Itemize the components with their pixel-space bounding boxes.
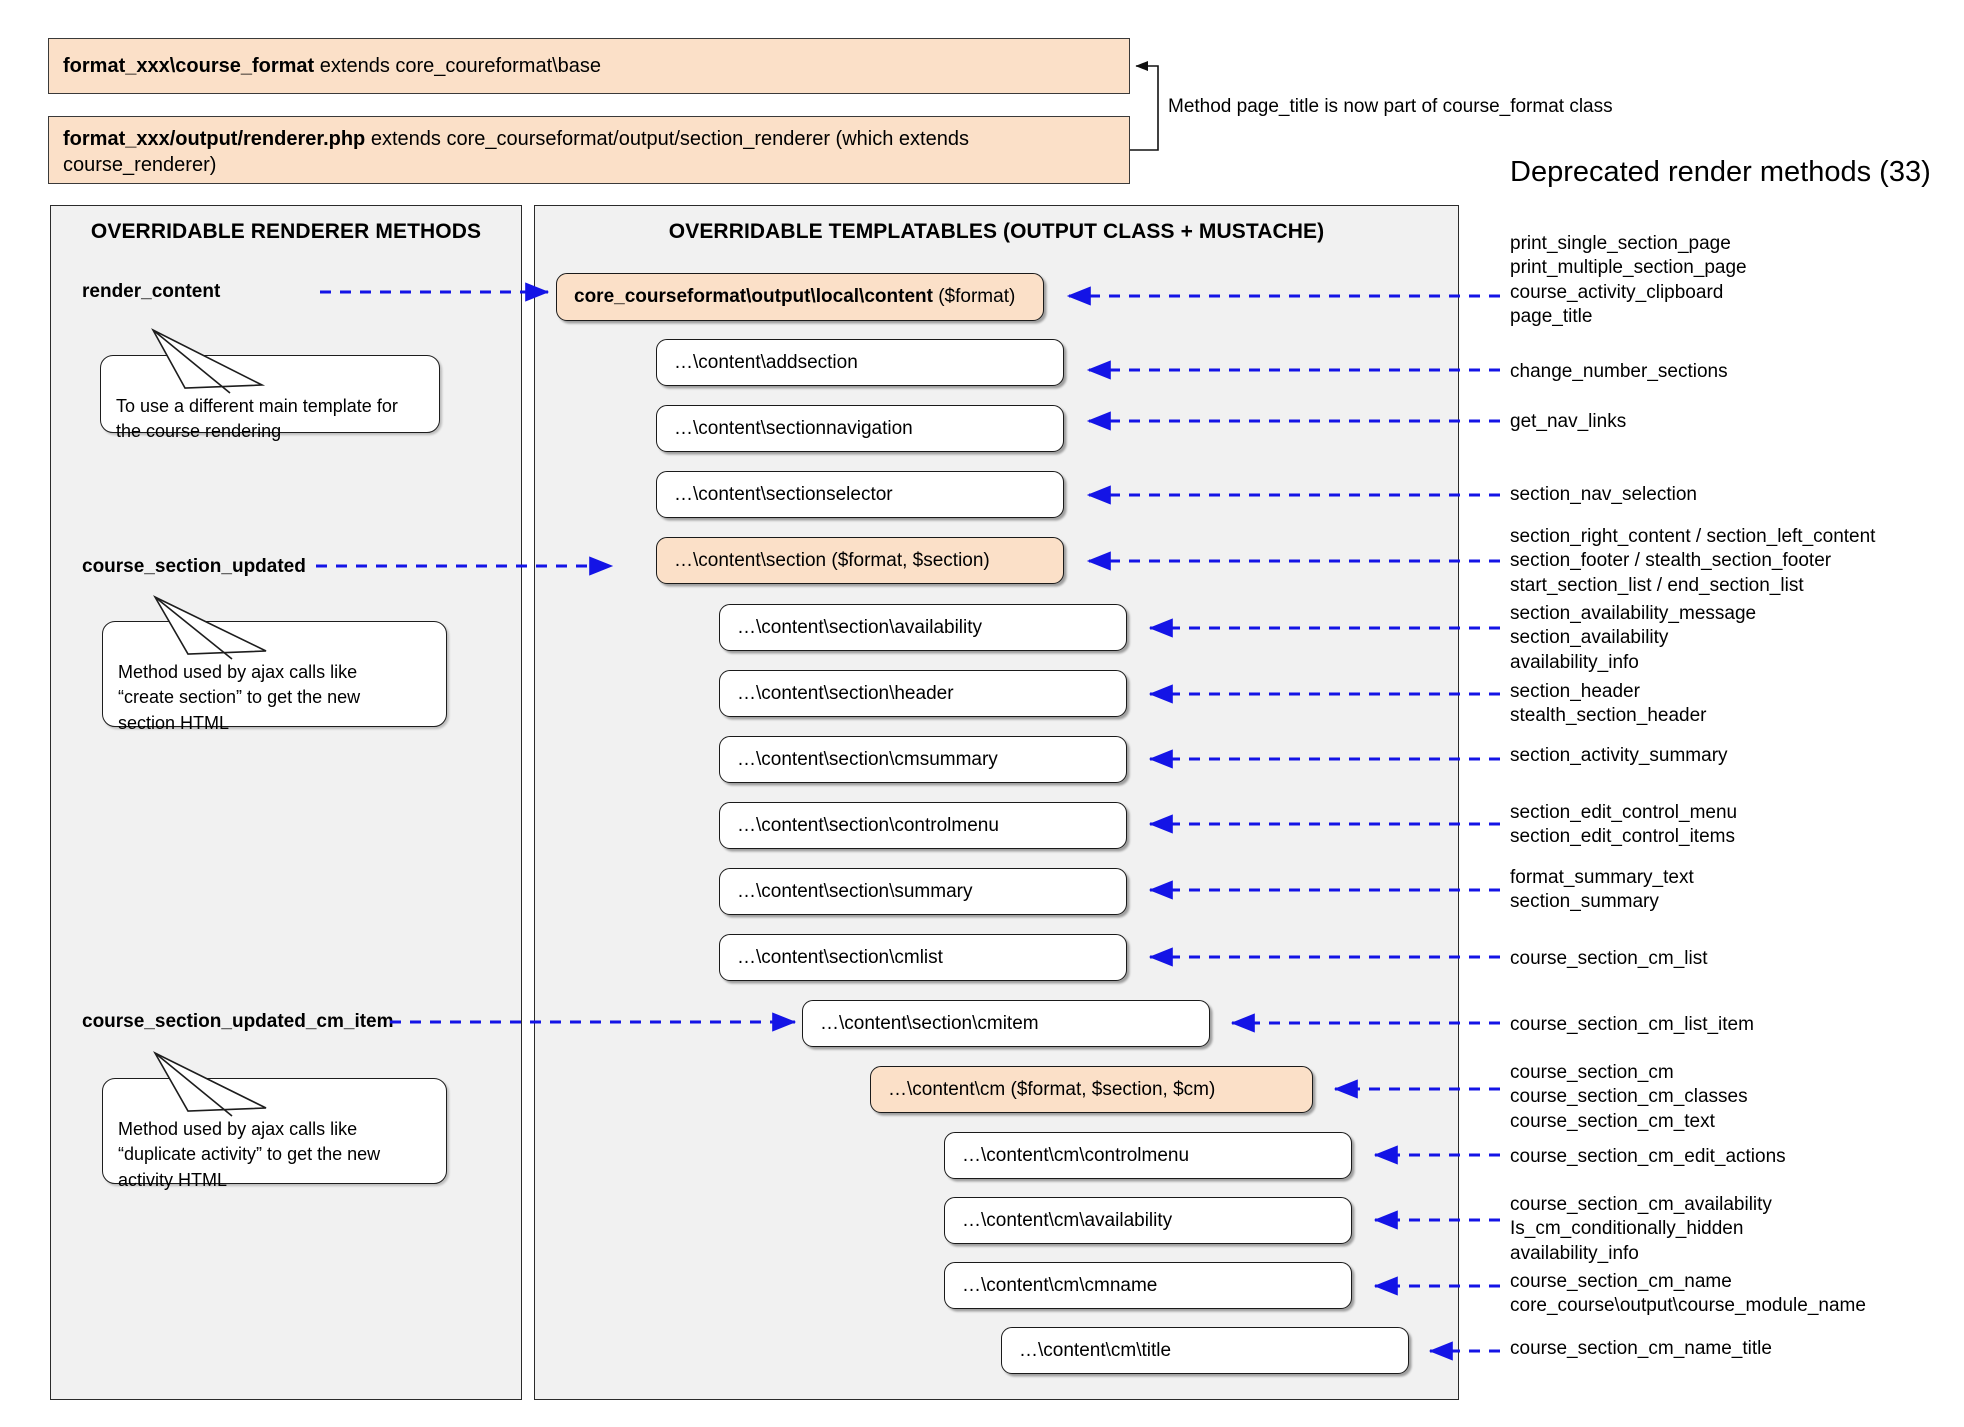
- templatable-section-availability[interactable]: …\content\section\availability: [719, 604, 1127, 651]
- class-renderer-rest: extends core_courseformat/output/section…: [63, 128, 969, 177]
- templatable-content-args: ($format): [932, 286, 1016, 307]
- deprecated-group-cm-title: course_section_cm_name_title: [1510, 1338, 1772, 1359]
- templatable-cm-availability[interactable]: …\content\cm\availability: [944, 1197, 1352, 1244]
- templatable-section-controlmenu[interactable]: …\content\section\controlmenu: [719, 802, 1127, 849]
- templatable-section[interactable]: …\content\section ($format, $section): [656, 537, 1064, 584]
- templatable-section-cmitem[interactable]: …\content\section\cmitem: [802, 1000, 1210, 1047]
- templatable-cm-title[interactable]: …\content\cm\title: [1001, 1327, 1409, 1374]
- templatable-addsection[interactable]: …\content\addsection: [656, 339, 1064, 386]
- callout-course-section-updated-text: Method used by ajax calls like “create s…: [118, 661, 361, 733]
- deprecated-group-section-controlmenu: section_edit_control_menu section_edit_c…: [1510, 802, 1738, 848]
- templatable-sectionselector[interactable]: …\content\sectionselector: [656, 471, 1064, 518]
- deprecated-group-sectionnavigation: get_nav_links: [1510, 411, 1627, 432]
- callout-cm-item-text: Method used by ajax calls like “duplicat…: [118, 1118, 381, 1190]
- templatable-content-bold: core_courseformat\output\local\content: [574, 286, 933, 307]
- class-format-box: format_xxx\course_format extends core_co…: [48, 38, 1130, 94]
- deprecated-group-sectionselector: section_nav_selection: [1510, 484, 1697, 505]
- deprecated-group-cm-controlmenu: course_section_cm_edit_actions: [1510, 1146, 1786, 1167]
- callout-render-content: To use a different main template for the…: [100, 355, 440, 441]
- deprecated-group-cm: course_section_cm course_section_cm_clas…: [1510, 1062, 1748, 1132]
- deprecated-methods-title: Deprecated render methods (33): [1510, 156, 1931, 188]
- page-title-bracket-connector: [1130, 60, 1159, 151]
- templatable-section-header[interactable]: …\content\section\header: [719, 670, 1127, 717]
- class-format-bold: format_xxx\course_format: [63, 54, 315, 77]
- templatable-sectionnavigation[interactable]: …\content\sectionnavigation: [656, 405, 1064, 452]
- class-format-rest: extends core_coureformat\base: [314, 54, 602, 77]
- callout-course-section-updated: Method used by ajax calls like “create s…: [102, 621, 447, 733]
- templatable-content[interactable]: core_courseformat\output\local\content (…: [556, 273, 1044, 321]
- deprecated-group-section-cmsummary: section_activity_summary: [1510, 745, 1728, 766]
- deprecated-group-section: section_right_content / section_left_con…: [1510, 526, 1876, 596]
- deprecated-group-content: print_single_section_page print_multiple…: [1510, 233, 1747, 327]
- templatable-section-cmsummary[interactable]: …\content\section\cmsummary: [719, 736, 1127, 783]
- templatable-cm-controlmenu[interactable]: …\content\cm\controlmenu: [944, 1132, 1352, 1179]
- templatable-section-summary[interactable]: …\content\section\summary: [719, 868, 1127, 915]
- class-renderer-box: format_xxx/output/renderer.php extends c…: [48, 116, 1130, 184]
- page-title-note: Method page_title is now part of course_…: [1168, 96, 1613, 117]
- deprecated-group-section-cmitem: course_section_cm_list_item: [1510, 1014, 1754, 1035]
- deprecated-group-section-summary: format_summary_text section_summary: [1510, 867, 1694, 913]
- deprecated-group-addsection: change_number_sections: [1510, 361, 1728, 382]
- deprecated-group-section-cmlist: course_section_cm_list: [1510, 948, 1708, 969]
- mid-panel-title: OVERRIDABLE TEMPLATABLES (OUTPUT CLASS +…: [668, 220, 1325, 243]
- renderer-method-course-section-updated[interactable]: course_section_updated: [82, 556, 306, 577]
- renderer-method-course-section-updated-cm-item[interactable]: course_section_updated_cm_item: [82, 1011, 394, 1032]
- deprecated-group-section-availability: section_availability_message section_ava…: [1510, 603, 1757, 673]
- renderer-method-render-content[interactable]: render_content: [82, 281, 221, 302]
- callout-render-content-text: To use a different main template for the…: [116, 395, 398, 442]
- deprecated-group-section-header: section_header stealth_section_header: [1510, 681, 1707, 727]
- templatable-cm[interactable]: …\content\cm ($format, $section, $cm): [870, 1066, 1313, 1113]
- deprecated-group-cm-cmname: course_section_cm_name core_course\outpu…: [1510, 1271, 1866, 1317]
- callout-course-section-updated-cm-item: Method used by ajax calls like “duplicat…: [102, 1078, 447, 1190]
- templatable-section-cmlist[interactable]: …\content\section\cmlist: [719, 934, 1127, 981]
- deprecated-group-cm-availability: course_section_cm_availability Is_cm_con…: [1510, 1194, 1772, 1264]
- class-renderer-bold: format_xxx/output/renderer.php: [63, 128, 366, 150]
- templatable-cm-cmname[interactable]: …\content\cm\cmname: [944, 1262, 1352, 1309]
- left-panel-title: OVERRIDABLE RENDERER METHODS: [90, 220, 482, 243]
